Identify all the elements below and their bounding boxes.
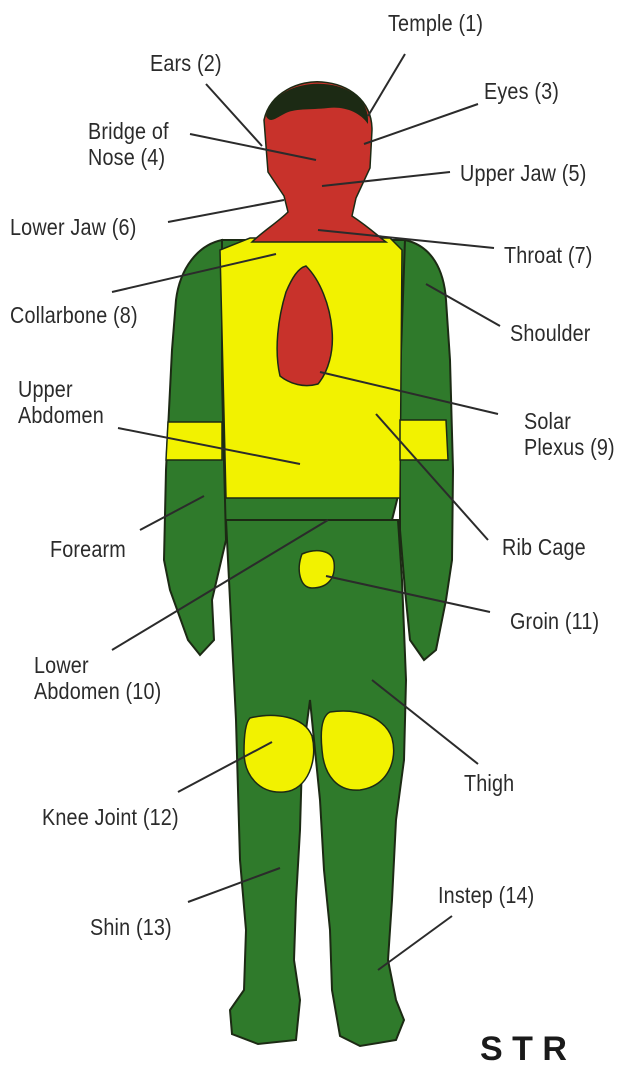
label-knee-joint: Knee Joint (12) — [42, 804, 179, 830]
label-bridge-of-nose: Bridge of Nose (4) — [88, 118, 169, 170]
leader-ears — [206, 84, 262, 146]
label-lower-jaw: Lower Jaw (6) — [10, 214, 136, 240]
label-solar-line1: Solar — [524, 408, 615, 434]
label-upper-abdomen-line2: Abdomen — [18, 402, 104, 428]
label-upper-jaw: Upper Jaw (5) — [460, 160, 586, 186]
watermark-text: S T R — [480, 1030, 567, 1069]
label-collarbone: Collarbone (8) — [10, 302, 138, 328]
label-forearm: Forearm — [50, 536, 126, 562]
leader-temple — [368, 54, 405, 116]
label-groin: Groin (11) — [510, 608, 599, 634]
label-throat: Throat (7) — [504, 242, 593, 268]
label-upper-abdomen: Upper Abdomen — [18, 376, 104, 428]
label-bridge-line2: Nose (4) — [88, 144, 169, 170]
leader-eyes — [364, 104, 478, 144]
label-lower-abdomen-line1: Lower — [34, 652, 161, 678]
label-instep: Instep (14) — [438, 882, 534, 908]
label-thigh: Thigh — [464, 770, 514, 796]
label-solar-line2: Plexus (9) — [524, 434, 615, 460]
leader-lower-jaw — [168, 200, 284, 222]
label-rib-cage: Rib Cage — [502, 534, 586, 560]
label-ears: Ears (2) — [150, 50, 222, 76]
label-temple: Temple (1) — [388, 10, 483, 36]
label-upper-abdomen-line1: Upper — [18, 376, 104, 402]
label-solar-plexus: Solar Plexus (9) — [524, 408, 615, 460]
label-lower-abdomen: Lower Abdomen (10) — [34, 652, 161, 704]
label-eyes: Eyes (3) — [484, 78, 559, 104]
label-bridge-line1: Bridge of — [88, 118, 169, 144]
label-shin: Shin (13) — [90, 914, 172, 940]
label-lower-abdomen-line2: Abdomen (10) — [34, 678, 161, 704]
label-shoulder: Shoulder — [510, 320, 591, 346]
